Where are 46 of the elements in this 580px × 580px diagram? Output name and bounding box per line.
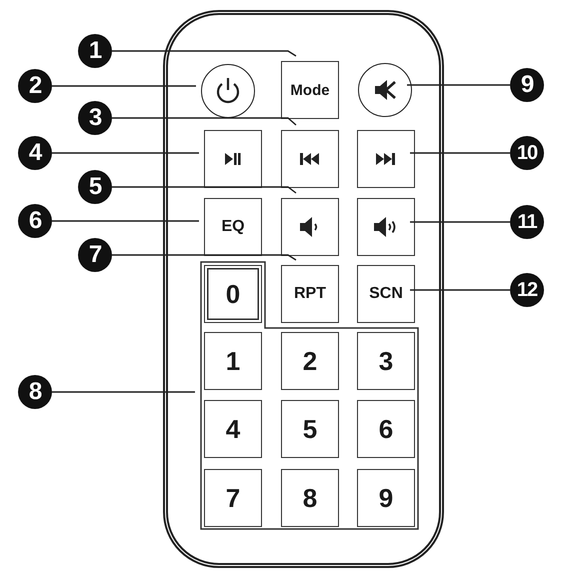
leader-line xyxy=(112,254,296,261)
leader-line xyxy=(52,391,195,393)
square-button xyxy=(357,130,415,188)
square-button xyxy=(281,130,339,188)
callout-number: 11 xyxy=(510,205,544,239)
leader-line xyxy=(52,152,199,154)
round-button xyxy=(358,63,412,117)
callout-number: 7 xyxy=(78,238,112,272)
key-label: Mode xyxy=(290,82,330,98)
leader-line xyxy=(112,186,296,194)
leader-line xyxy=(52,220,199,222)
key-label: SCN xyxy=(369,286,403,302)
callout-number: 2 xyxy=(18,69,52,103)
key-label: 4 xyxy=(226,416,240,442)
key-label: 0 xyxy=(226,281,240,307)
callout-number: 1 xyxy=(78,34,112,68)
callout-number: 5 xyxy=(78,170,112,204)
callout-number: 3 xyxy=(78,101,112,135)
callout-number: 8 xyxy=(18,375,52,409)
leader-line xyxy=(410,289,510,291)
square-button xyxy=(357,198,415,256)
key-label: 8 xyxy=(302,485,318,511)
leader-line xyxy=(407,84,510,86)
round-button xyxy=(201,64,255,118)
callout-number: 6 xyxy=(18,204,52,238)
key-label: 6 xyxy=(378,416,394,442)
leader-line xyxy=(410,152,510,154)
callout-number: 9 xyxy=(510,68,544,102)
leader-line xyxy=(112,50,296,57)
square-button xyxy=(281,198,339,256)
remote-control-body xyxy=(163,10,444,568)
key-label: 1 xyxy=(226,348,240,374)
square-button xyxy=(204,130,262,188)
key-label: RPT xyxy=(294,286,326,302)
key-label: EQ xyxy=(221,219,245,235)
callout-number: 4 xyxy=(18,136,52,170)
key-label: 3 xyxy=(378,348,394,374)
leader-line xyxy=(112,117,296,126)
key-label: 9 xyxy=(378,485,394,511)
leader-line xyxy=(52,85,196,87)
key-label: 5 xyxy=(302,416,318,442)
callout-number: 10 xyxy=(510,136,544,170)
key-label: 2 xyxy=(302,348,318,374)
callout-number: 12 xyxy=(510,273,544,307)
leader-line xyxy=(410,221,510,223)
key-label: 7 xyxy=(226,485,240,511)
